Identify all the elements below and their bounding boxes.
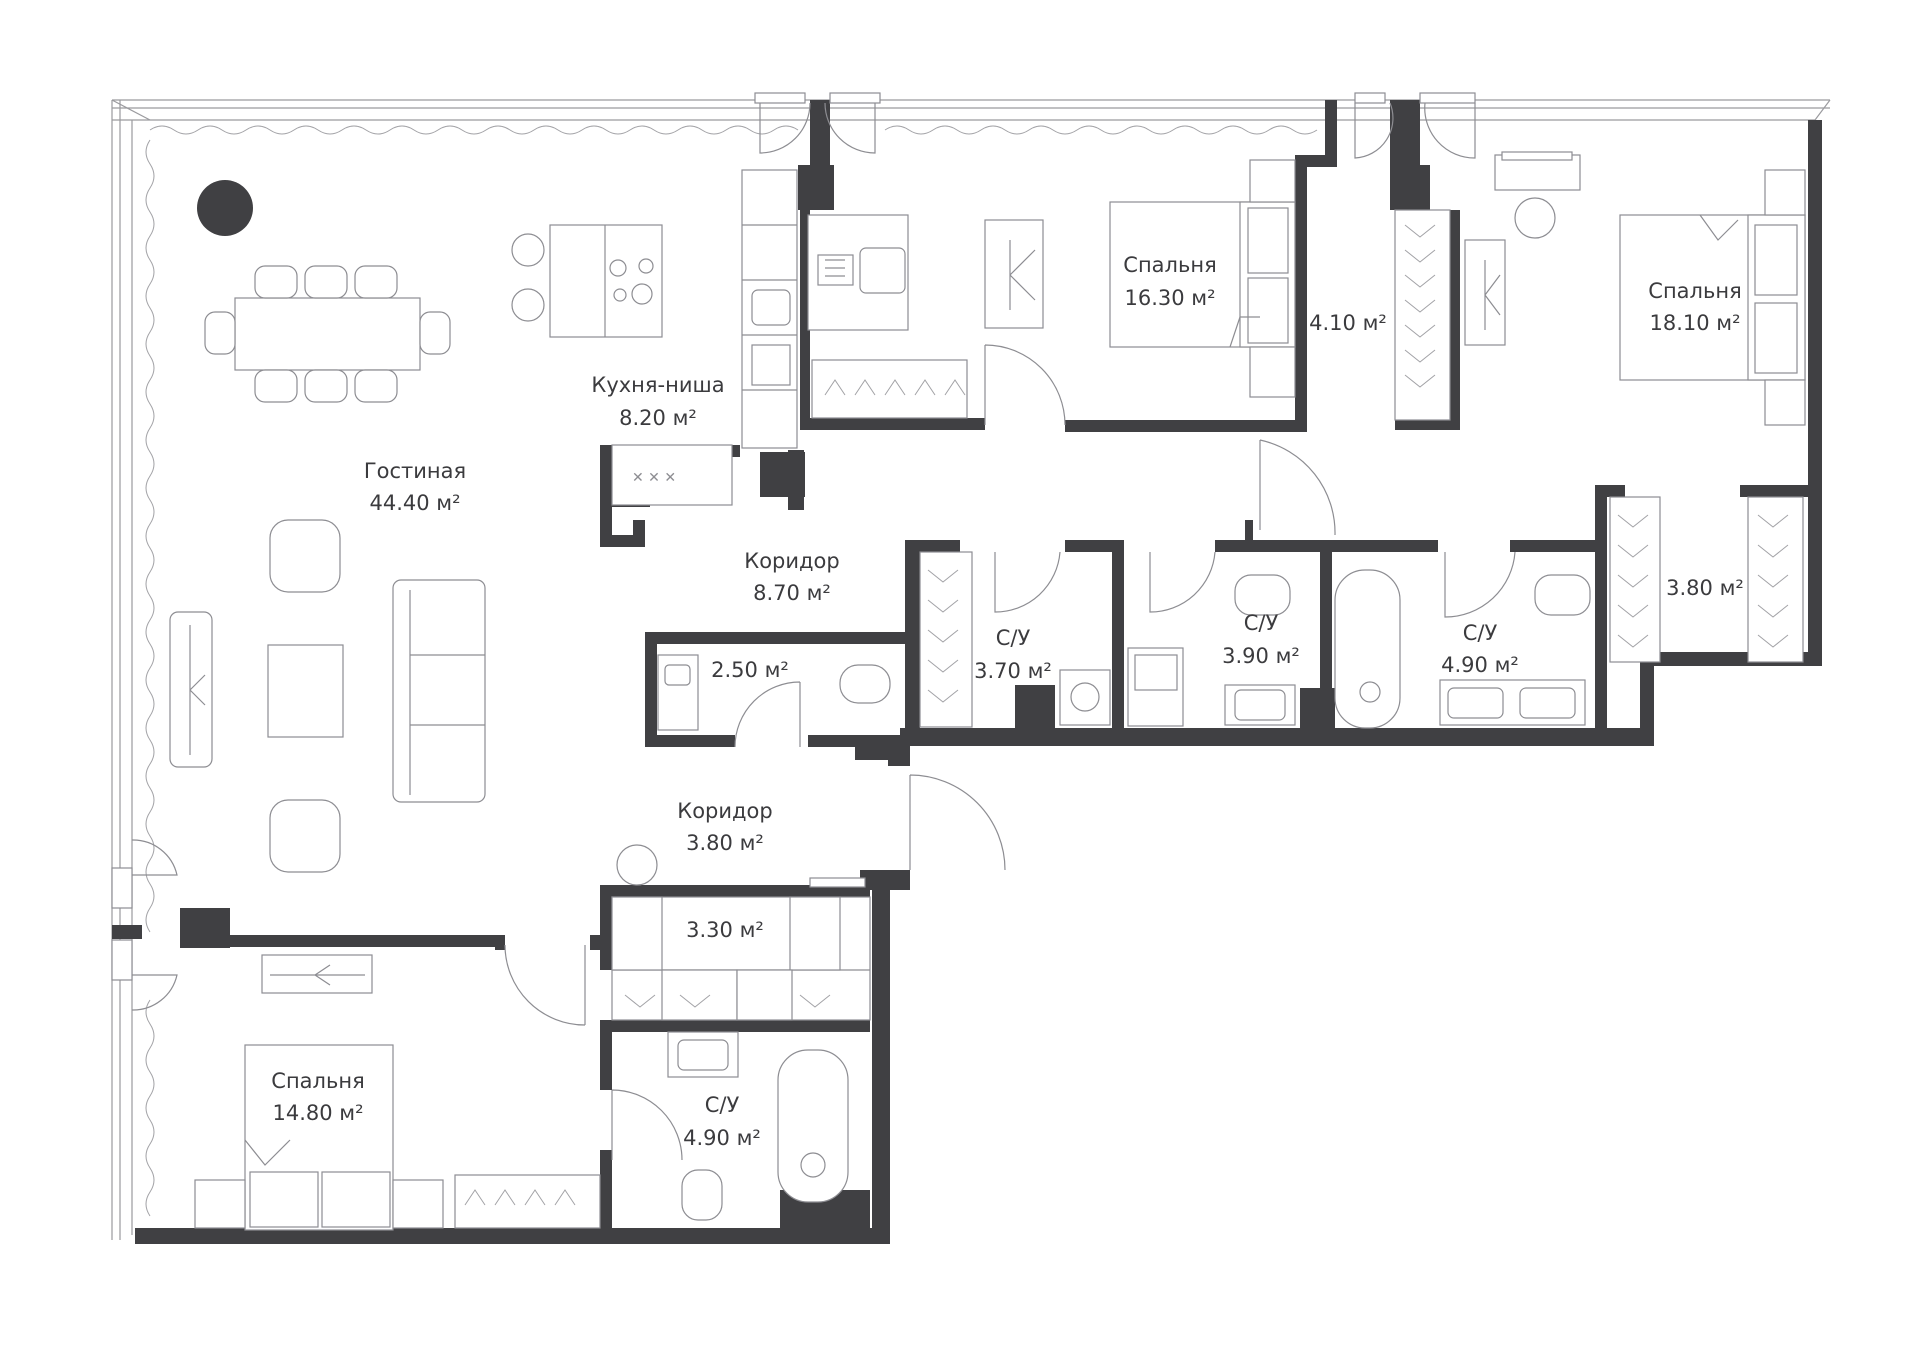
room-area-bath1: 3.70 м² — [974, 659, 1052, 683]
room-area-living: 44.40 м² — [369, 491, 460, 515]
room-area-bath3: 4.90 м² — [1441, 653, 1519, 677]
bedroom3-furniture — [194, 954, 601, 1231]
room-area-bath2: 3.90 м² — [1222, 644, 1300, 668]
room-area-bedroom1: 16.30 м² — [1124, 286, 1215, 310]
room-name-kitchen: Кухня-ниша — [591, 373, 724, 397]
svg-text:✕ ✕ ✕: ✕ ✕ ✕ — [632, 470, 676, 486]
wardrobe-3-80 — [1609, 496, 1804, 663]
room-area-bedroom2: 18.10 м² — [1649, 311, 1740, 335]
room-name-bedroom3: Спальня — [271, 1069, 364, 1093]
corridor2 — [504, 774, 1006, 1026]
room-name-corridor2: Коридор — [677, 799, 772, 823]
wardrobe-4-10 — [1394, 209, 1506, 421]
bedroom1-furniture — [807, 159, 1336, 536]
room-area-wc-small: 2.50 м² — [711, 658, 789, 682]
room-area-kitchen: 8.20 м² — [619, 406, 697, 430]
room-name-bath2: С/У — [1244, 611, 1279, 635]
room-area-wardrobe2: 3.80 м² — [1666, 576, 1744, 600]
bath-lower — [611, 1031, 849, 1221]
room-name-bedroom2: Спальня — [1648, 279, 1741, 303]
balcony-doors — [111, 92, 1476, 1011]
room-area-wardrobe3: 3.30 м² — [686, 918, 764, 942]
room-area-bath4: 4.90 м² — [683, 1126, 761, 1150]
room-name-bath4: С/У — [705, 1093, 740, 1117]
bathrooms-upper — [657, 551, 1591, 748]
living-furniture: ✕ ✕ ✕ — [169, 169, 798, 873]
room-name-living: Гостиная — [364, 459, 466, 483]
room-name-corridor1: Коридор — [744, 549, 839, 573]
room-area-corridor1: 8.70 м² — [753, 581, 831, 605]
room-area-bedroom3: 14.80 м² — [272, 1101, 363, 1125]
room-name-bedroom1: Спальня — [1123, 253, 1216, 277]
bedroom2-furniture — [1494, 151, 1806, 426]
room-area-corridor2: 3.80 м² — [686, 831, 764, 855]
wardrobe-3-30 — [611, 896, 871, 1021]
facade-glazing — [111, 99, 1831, 1240]
room-area-wardrobe1: 4.10 м² — [1309, 311, 1387, 335]
room-name-bath3: С/У — [1463, 621, 1498, 645]
room-labels: Гостиная 44.40 м² Кухня-ниша 8.20 м² Спа… — [271, 253, 1744, 1150]
room-name-bath1: С/У — [996, 626, 1031, 650]
